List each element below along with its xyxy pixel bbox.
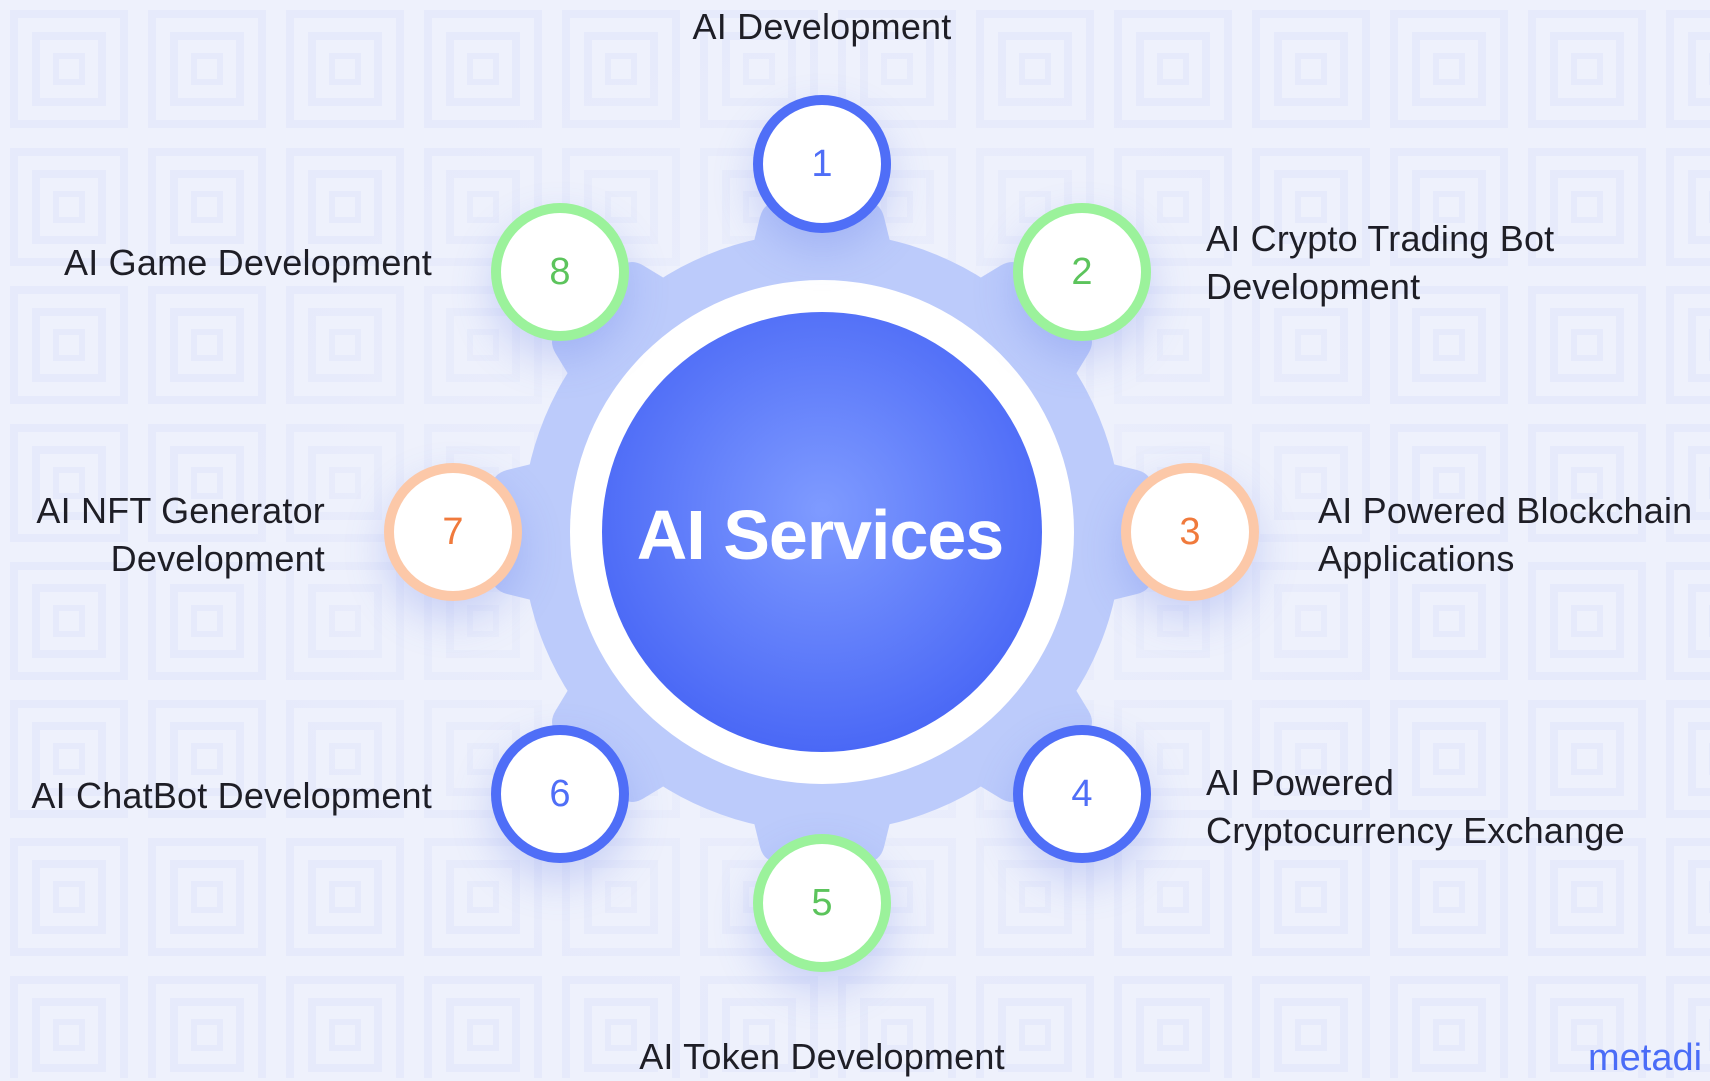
step-number: 5 bbox=[811, 881, 833, 924]
label-ai-chatbot-development: AI ChatBot Development bbox=[31, 775, 432, 816]
label-ai-powered-exchange: AI Powered Cryptocurrency Exchange bbox=[1206, 762, 1625, 851]
step-number: 4 bbox=[1071, 772, 1093, 815]
label-ai-development: AI Development bbox=[692, 6, 952, 47]
step-node-8: 8 bbox=[491, 203, 629, 341]
step-number: 7 bbox=[442, 510, 464, 553]
step-node-1: 1 bbox=[753, 95, 891, 233]
step-node-4: 4 bbox=[1013, 725, 1151, 863]
step-number: 1 bbox=[811, 142, 833, 185]
label-ai-powered-blockchain: AI Powered Blockchain Applications bbox=[1318, 490, 1693, 579]
step-number: 6 bbox=[549, 772, 571, 815]
step-node-5: 5 bbox=[753, 834, 891, 972]
center-disc bbox=[602, 312, 1042, 752]
step-number: 2 bbox=[1071, 250, 1093, 293]
label-ai-crypto-trading-bot: AI Crypto Trading Bot Development bbox=[1206, 218, 1555, 307]
step-node-6: 6 bbox=[491, 725, 629, 863]
center-title: AI Services bbox=[636, 496, 1004, 574]
watermark-logo: metadi bbox=[1588, 1037, 1703, 1079]
step-number: 8 bbox=[549, 250, 571, 293]
step-node-7: 7 bbox=[384, 463, 522, 601]
label-ai-nft-generator: AI NFT Generator Development bbox=[36, 490, 325, 579]
label-ai-game-development: AI Game Development bbox=[64, 242, 432, 283]
step-node-3: 3 bbox=[1121, 463, 1259, 601]
step-number: 3 bbox=[1179, 510, 1201, 553]
step-node-2: 2 bbox=[1013, 203, 1151, 341]
label-ai-token-development: AI Token Development bbox=[639, 1036, 1005, 1077]
